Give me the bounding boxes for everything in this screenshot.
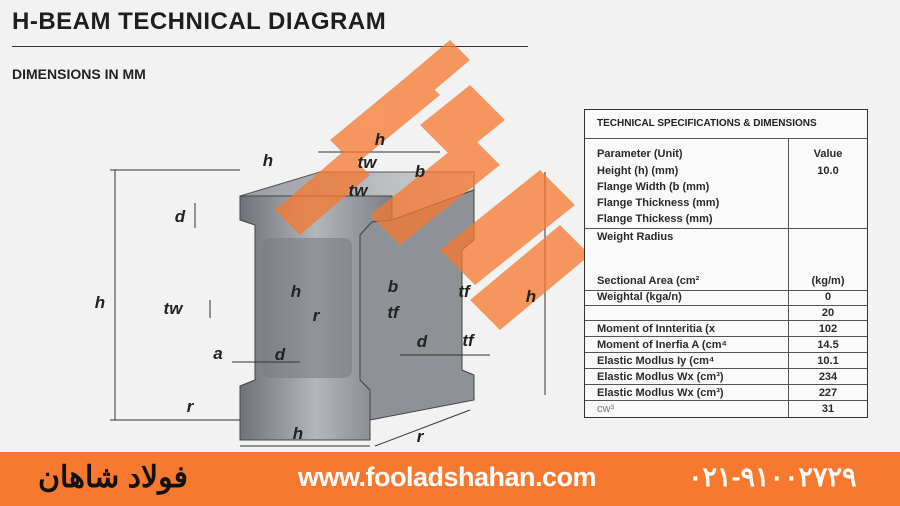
table-cell: Flange Thickess (mm) (597, 213, 713, 225)
dim-label: h (262, 151, 274, 170)
h-beam-drawing (110, 40, 590, 447)
table-cell: 0 (824, 291, 832, 303)
table-cell: (kg/m) (811, 275, 845, 287)
row-divider (585, 305, 867, 306)
table-cell: 31 (821, 403, 835, 415)
dim-label: h (94, 293, 106, 312)
row-divider (585, 368, 867, 369)
specifications-table: TECHNICAL SPECIFICATIONS & DIMENSIONS Pa… (584, 109, 868, 418)
dim-label: tf (387, 303, 399, 322)
dim-label: d (174, 207, 186, 226)
row-divider (585, 228, 867, 229)
orange-watermark (275, 40, 590, 330)
table-cell: 10.1 (817, 355, 839, 367)
page-subtitle: DIMENSIONS IN MM (12, 66, 146, 82)
table-cell: 234 (818, 371, 838, 383)
dim-label: d (274, 345, 286, 364)
footer-banner: فولاد شاهان www.fooladshahan.com ۰۲۱-۹۱۰… (0, 452, 900, 506)
table-cell: 227 (818, 387, 838, 399)
table-cell: Elastic Modlus Wx (cm³) (597, 371, 724, 383)
table-cell: Weightal (kga/n) (597, 291, 682, 303)
dim-label: r (416, 427, 424, 446)
table-cell: Flange Width (b (mm) (597, 181, 710, 193)
table-cell: 102 (818, 323, 838, 335)
table-cell: Moment of Inerfia A (cm⁴ (597, 339, 727, 351)
row-divider (585, 400, 867, 401)
table-cell: Flange Thickness (mm) (597, 197, 720, 209)
column-header-value: Value (813, 148, 843, 160)
table-cell: Height (h) (mm) (597, 165, 679, 177)
table-cell: 14.5 (817, 339, 839, 351)
table-cell: Weight Radius (597, 231, 674, 243)
table-cell: Elastic Modlus Wx (cm³) (597, 387, 724, 399)
table-title: TECHNICAL SPECIFICATIONS & DIMENSIONS (597, 118, 817, 129)
dim-label: h (525, 287, 537, 306)
dim-label: d (416, 332, 428, 351)
table-cell: Elastic Modlus Iy (cm⁴ (597, 355, 715, 367)
dim-label: tw (163, 299, 183, 318)
dim-label: tw (357, 153, 377, 172)
row-divider (585, 352, 867, 353)
table-cell: Moment of Innteritia (x (597, 323, 715, 335)
dim-label: tf (458, 282, 470, 301)
dim-label: tf (462, 331, 474, 350)
dim-label: b (414, 162, 426, 181)
dim-label: b (387, 277, 399, 296)
title-divider (12, 46, 528, 47)
row-divider (585, 384, 867, 385)
page-title: H-BEAM TECHNICAL DIAGRAM (12, 8, 387, 35)
website-link[interactable]: www.fooladshahan.com (298, 462, 597, 492)
dim-label: h (374, 130, 386, 149)
brand-name: فولاد شاهان (38, 461, 188, 494)
table-cell: cw³ (597, 403, 615, 415)
table-cell: Sectional Area (cm² (597, 275, 700, 287)
row-divider (585, 336, 867, 337)
dim-label: tw (348, 181, 368, 200)
table-cell: 10.0 (817, 165, 839, 177)
column-divider (788, 138, 789, 417)
dim-label: a (213, 344, 223, 363)
dim-label: h (290, 282, 302, 301)
row-divider (585, 290, 867, 291)
row-divider (585, 138, 867, 139)
dim-label: h (292, 424, 304, 443)
phone-number: ۰۲۱-۹۱۰۰۲۷۲۹ (688, 462, 857, 492)
column-header-parameter: Parameter (Unit) (597, 148, 683, 160)
table-cell: 20 (821, 307, 835, 319)
dim-label: r (186, 397, 194, 416)
row-divider (585, 320, 867, 321)
dim-label: r (312, 306, 320, 325)
